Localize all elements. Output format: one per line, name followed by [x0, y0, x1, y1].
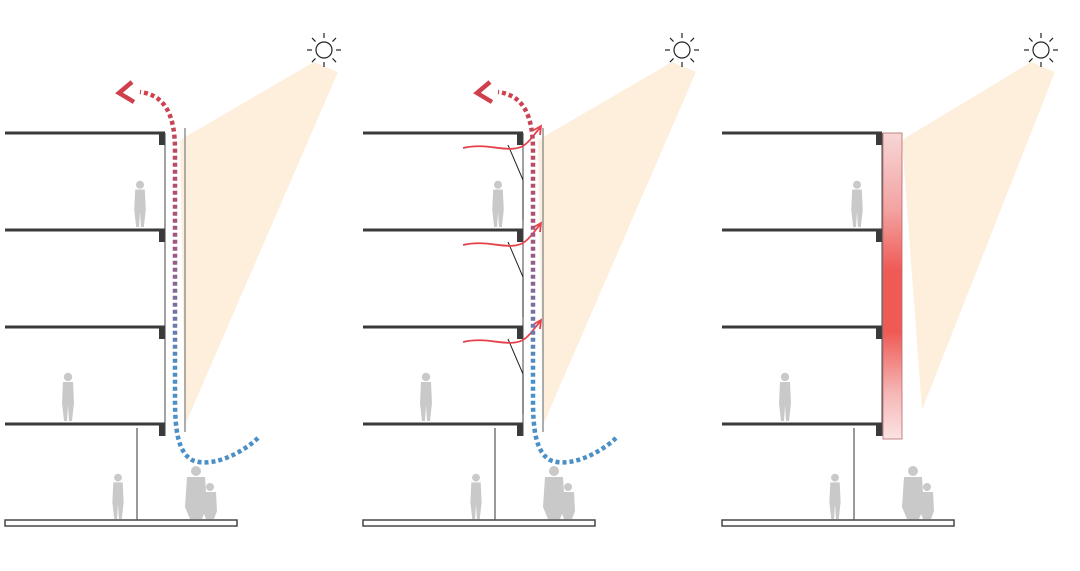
people-group — [185, 466, 217, 519]
exhaust-arrowhead — [533, 318, 543, 330]
person-body — [779, 382, 791, 421]
person-head — [564, 483, 572, 491]
exhaust-arrow — [462, 321, 541, 344]
person-body — [543, 477, 565, 519]
person-body — [134, 189, 146, 227]
person-body — [112, 482, 124, 519]
person-head — [780, 372, 790, 382]
person-silhouette-icon — [492, 180, 504, 227]
panel-1 — [4, 33, 341, 527]
slab-edge — [876, 424, 882, 436]
sun-disc — [315, 41, 333, 59]
people-group — [902, 466, 934, 519]
sun-ray — [1028, 58, 1033, 63]
air-path — [497, 89, 618, 465]
sun-ray — [332, 58, 337, 63]
ground-slab — [362, 519, 596, 527]
sunlight-cone — [180, 62, 338, 425]
sunlight-cone — [902, 62, 1055, 410]
sun-ray — [311, 58, 316, 63]
sun-icon — [665, 33, 699, 67]
heated-panel — [882, 132, 903, 440]
sun-ray — [690, 58, 695, 63]
sun-ray — [690, 37, 695, 42]
person-body — [920, 492, 934, 519]
sun-icon — [307, 33, 341, 67]
slab-edge — [159, 424, 165, 436]
slab-edge — [517, 230, 523, 242]
person-silhouette-icon — [851, 180, 863, 227]
vent-pane — [507, 338, 524, 414]
person-silhouette-icon — [112, 473, 124, 519]
slab-edge — [159, 230, 165, 242]
people-group — [543, 466, 575, 519]
person-head — [908, 466, 918, 476]
panel-3 — [721, 33, 1058, 527]
person-body — [829, 482, 841, 519]
air-path — [139, 89, 260, 465]
person-silhouette-icon — [829, 473, 841, 519]
exhaust-arrow — [462, 127, 541, 150]
person-head — [923, 483, 931, 491]
person-body — [470, 482, 482, 519]
sun-icon — [1024, 33, 1058, 67]
person-silhouette-icon — [134, 180, 146, 227]
ground-slab — [721, 519, 955, 527]
sun-disc — [673, 41, 691, 59]
slab-edge — [876, 230, 882, 242]
exhaust-arrow — [462, 224, 541, 247]
sun-ray — [669, 37, 674, 42]
exhaust-arrowhead — [533, 221, 543, 233]
person-silhouette-icon — [420, 372, 432, 421]
person-head — [549, 466, 559, 476]
person-body — [185, 477, 207, 519]
slab-edge — [876, 327, 882, 339]
slab-edge — [876, 133, 882, 145]
person-head — [852, 180, 862, 189]
sunlight-cone — [538, 62, 696, 425]
person-body — [203, 492, 217, 519]
slab-edge — [517, 133, 523, 145]
person-head — [472, 473, 480, 482]
person-body — [851, 189, 863, 227]
sun-ray — [332, 37, 337, 42]
person-body — [902, 477, 924, 519]
sun-ray — [311, 37, 316, 42]
slab-edge — [517, 327, 523, 339]
person-body — [561, 492, 575, 519]
panel-2 — [362, 33, 699, 527]
person-head — [114, 473, 122, 482]
ground-slab — [4, 519, 238, 527]
person-head — [191, 466, 201, 476]
person-head — [421, 372, 431, 382]
sun-ray — [669, 58, 674, 63]
person-body — [62, 382, 74, 421]
sun-ray — [1028, 37, 1033, 42]
sun-ray — [1049, 58, 1054, 63]
person-silhouette-icon — [470, 473, 482, 519]
person-body — [492, 189, 504, 227]
air-exit-arrowhead — [473, 80, 494, 104]
person-head — [493, 180, 503, 189]
sun-ray — [1049, 37, 1054, 42]
person-silhouette-icon — [779, 372, 791, 421]
slab-edge — [159, 133, 165, 145]
person-head — [206, 483, 214, 491]
person-body — [420, 382, 432, 421]
vent-pane — [507, 241, 524, 317]
person-silhouette-icon — [62, 372, 74, 421]
person-head — [63, 372, 73, 382]
vent-pane — [507, 144, 524, 220]
slab-edge — [517, 424, 523, 436]
person-head — [831, 473, 839, 482]
sun-disc — [1032, 41, 1050, 59]
air-exit-arrowhead — [115, 80, 136, 104]
exhaust-arrowhead — [533, 124, 543, 136]
person-head — [135, 180, 145, 189]
slab-edge — [159, 327, 165, 339]
